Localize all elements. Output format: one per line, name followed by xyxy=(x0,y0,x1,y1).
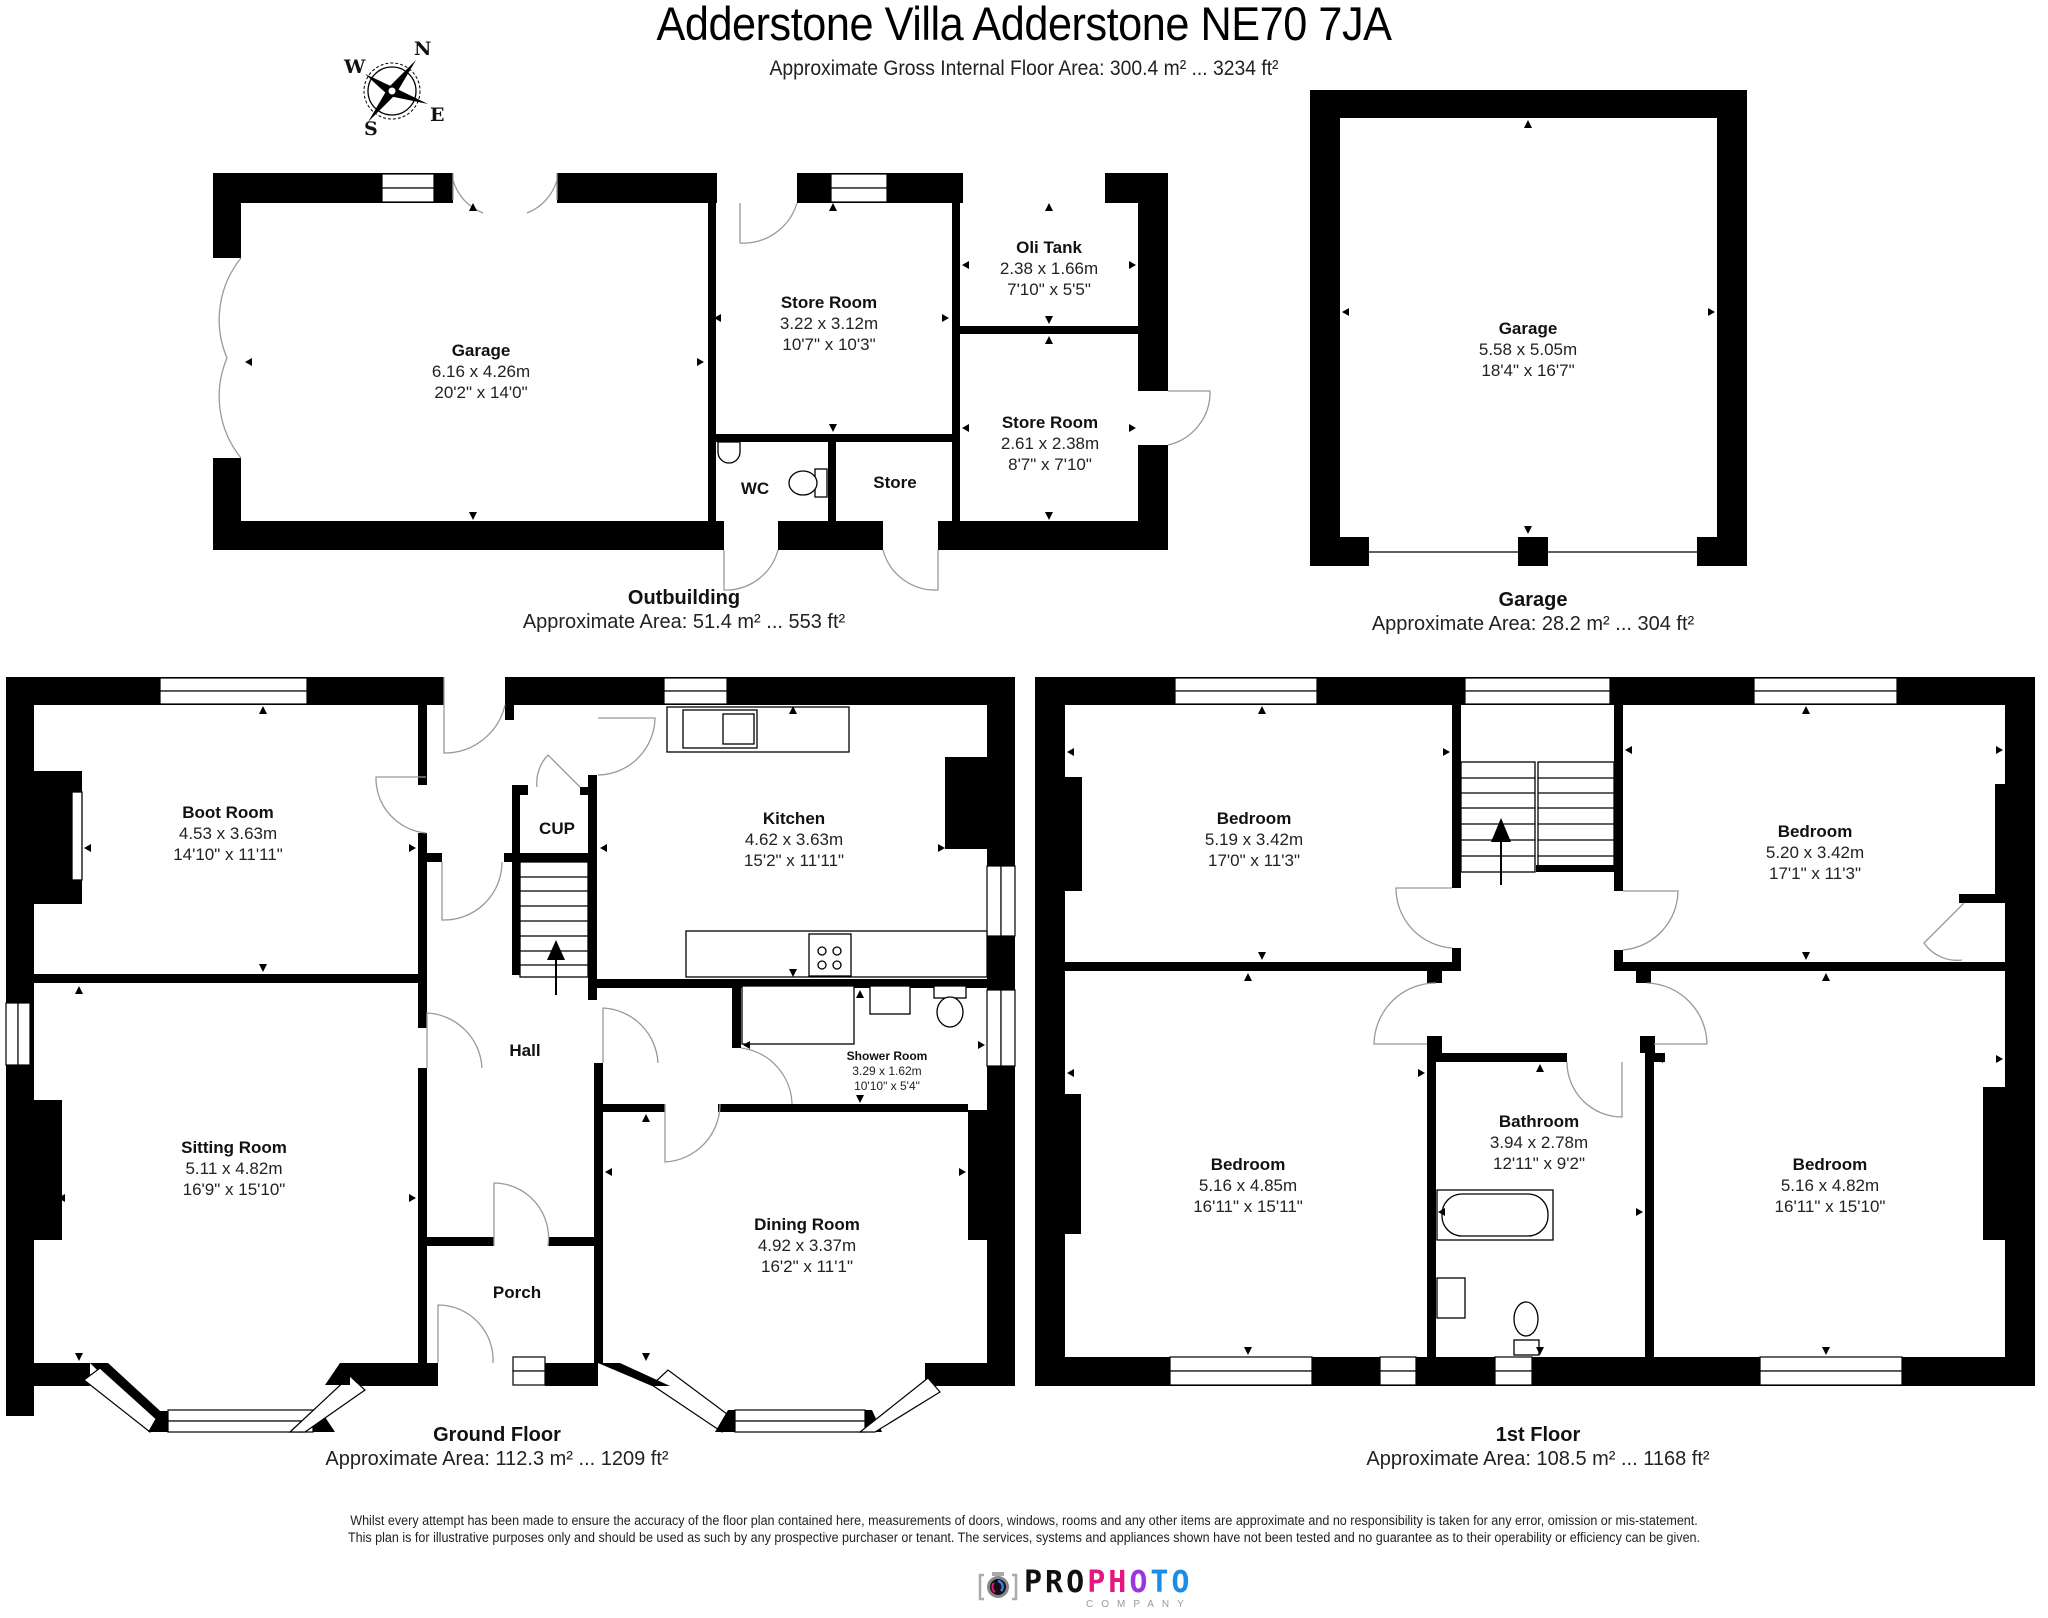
compass-south-label: S xyxy=(364,118,378,140)
compass-east-label: E xyxy=(430,104,445,126)
room-label: Garage 5.58 x 5.05m 18'4" x 16'7" xyxy=(1478,319,1578,380)
room-label: Bedroom 5.19 x 3.42m 17'0" x 11'3" xyxy=(1204,809,1304,870)
room-label: Bedroom 5.20 x 3.42m 17'1" x 11'3" xyxy=(1765,822,1865,883)
camera-icon xyxy=(978,1572,1018,1601)
disclaimer-line-1: Whilst every attempt has been made to en… xyxy=(350,1513,1698,1528)
first-floor-plan xyxy=(1035,677,2035,1386)
room-label: Shower Room 3.29 x 1.62m 10'10" x 5'4" xyxy=(846,1049,928,1093)
logo-company-text: COMPANY xyxy=(1086,1599,1192,1610)
room-label: WC xyxy=(740,479,770,498)
page-title: Adderstone Villa Adderstone NE70 7JA xyxy=(656,0,1392,50)
staircase-icon xyxy=(1460,761,1615,885)
room-label: Bedroom 5.16 x 4.82m 16'11" x 15'10" xyxy=(1774,1155,1886,1216)
gross-area: Approximate Gross Internal Floor Area: 3… xyxy=(769,57,1279,80)
room-label: Porch xyxy=(492,1283,542,1302)
room-label: Dining Room 4.92 x 3.37m 16'2" x 11'1" xyxy=(754,1215,860,1276)
section-caption-outbuilding: Outbuilding Approximate Area: 51.4 m² ..… xyxy=(522,587,846,633)
disclaimer: Whilst every attempt has been made to en… xyxy=(72,1512,1977,1546)
staircase-icon xyxy=(519,861,589,995)
outbuilding-plan xyxy=(213,173,1211,591)
room-label: Oli Tank 2.38 x 1.66m 7'10" x 5'5" xyxy=(999,238,1099,299)
room-label: CUP xyxy=(539,819,575,838)
disclaimer-line-2: This plan is for illustrative purposes o… xyxy=(347,1530,1701,1545)
ground-floor-plan xyxy=(5,677,1016,1433)
room-label: Bathroom 3.94 x 2.78m 12'11" x 9'2" xyxy=(1489,1112,1589,1173)
room-label: Store Room 2.61 x 2.38m 8'7" x 7'10" xyxy=(1000,413,1100,474)
compass-west-label: W xyxy=(344,56,366,78)
section-caption-first-floor: 1st Floor Approximate Area: 108.5 m² ...… xyxy=(1366,1424,1710,1470)
logo-wordmark: PROPHOTO xyxy=(1024,1565,1193,1600)
section-caption-ground-floor: Ground Floor Approximate Area: 112.3 m² … xyxy=(325,1424,669,1470)
room-label: Bedroom 5.16 x 4.85m 16'11" x 15'11" xyxy=(1193,1155,1303,1216)
room-label: Store xyxy=(873,473,917,492)
compass-north-label: N xyxy=(414,38,432,60)
room-label: Hall xyxy=(509,1041,541,1060)
room-label: Kitchen 4.62 x 3.63m 15'2" x 11'11" xyxy=(743,809,845,870)
section-caption-garage: Garage Approximate Area: 28.2 m² ... 304… xyxy=(1371,589,1695,635)
room-label: Garage 6.16 x 4.26m 20'2" x 14'0" xyxy=(431,341,531,402)
garage-plan xyxy=(1310,90,1747,566)
room-label: Boot Room 4.53 x 3.63m 14'10" x 11'11" xyxy=(173,803,283,864)
compass-rose-icon xyxy=(363,60,428,122)
room-label: Sitting Room 5.11 x 4.82m 16'9" x 15'10" xyxy=(181,1138,287,1199)
room-label: Store Room 3.22 x 3.12m 10'7" x 10'3" xyxy=(779,293,879,354)
prophoto-logo: PROPHOTO COMPANY xyxy=(978,1565,1198,1615)
